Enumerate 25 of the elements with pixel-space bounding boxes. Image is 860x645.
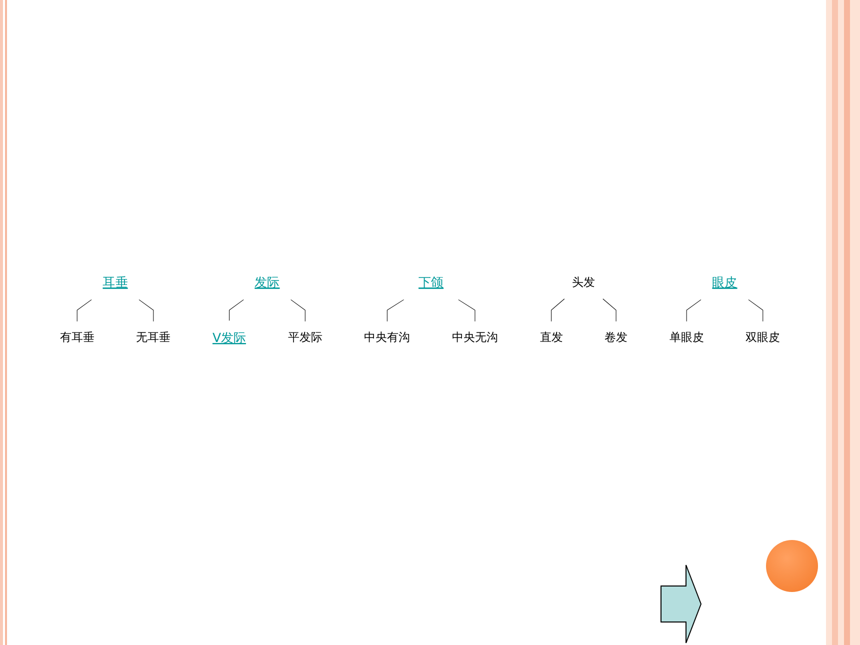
node-text: V发际 <box>212 330 246 345</box>
node-text: 中央无沟 <box>452 331 498 344</box>
node-text: 卷发 <box>604 331 628 344</box>
node-text: 耳垂 <box>102 274 128 290</box>
connector <box>290 299 306 322</box>
node-text: 下颌 <box>418 274 444 290</box>
node-text: 发际 <box>254 274 280 290</box>
node-text: 单眼皮 <box>669 331 704 344</box>
connector <box>386 299 404 322</box>
connector <box>551 298 565 322</box>
node-text: 直发 <box>540 331 563 344</box>
node-text: 有耳垂 <box>60 331 94 344</box>
node-text: 眼皮 <box>712 274 738 290</box>
connector <box>76 299 92 322</box>
node-text: 头发 <box>572 276 596 289</box>
node-text: 双眼皮 <box>746 331 780 344</box>
connector <box>602 298 616 322</box>
node-text: 无耳垂 <box>136 331 171 344</box>
node-text: 中央有沟 <box>364 331 410 344</box>
connector <box>748 299 764 322</box>
node-text: 平发际 <box>288 331 322 344</box>
connector <box>138 299 154 322</box>
connector <box>229 299 244 321</box>
connector <box>686 299 702 322</box>
connector <box>458 299 476 322</box>
